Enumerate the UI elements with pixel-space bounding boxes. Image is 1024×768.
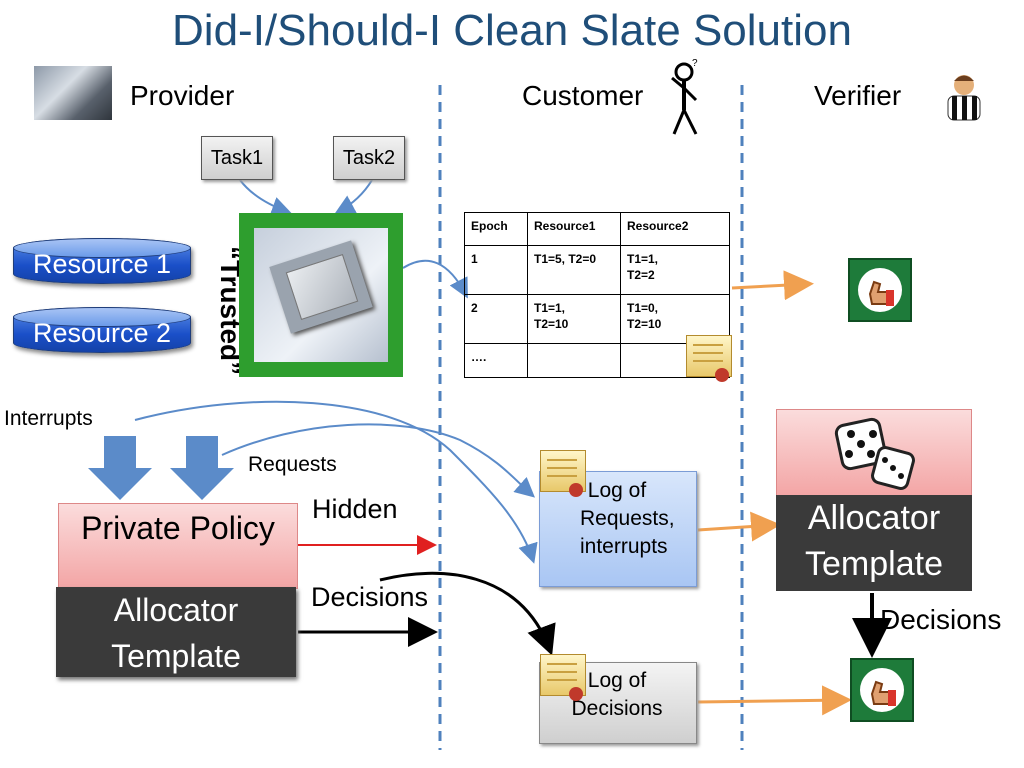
arrow-log-to-allocator <box>697 511 781 542</box>
interrupts-label: Interrupts <box>4 407 93 430</box>
task2-box: Task2 <box>333 136 405 180</box>
arrow-task1-to-chip <box>239 179 292 216</box>
requests-label: Requests <box>248 453 337 476</box>
table-cell: T1=1, T2=10 <box>527 294 621 344</box>
arrow-table-to-verifier <box>731 270 814 301</box>
customer-header: Customer <box>522 80 644 111</box>
table-cell: T1=5, T2=0 <box>527 245 621 295</box>
private-policy-box: Private Policy <box>58 503 298 589</box>
decisions-label-right: Decisions <box>880 604 1002 635</box>
certificate-icon <box>540 654 586 701</box>
datacenter-icon <box>34 66 112 120</box>
dice-icon <box>834 417 915 490</box>
table-header-cell: Epoch <box>464 212 528 246</box>
arrow-chip-to-table <box>402 259 468 299</box>
provider-header: Provider <box>130 80 235 111</box>
table-row: …. <box>464 343 730 378</box>
resource1-cylinder: Resource 1 <box>13 238 191 284</box>
interrupt-block-arrow-1 <box>88 436 152 500</box>
arrow-decisions-to-log <box>379 571 556 656</box>
verifier-header: Verifier <box>814 80 902 111</box>
arrow-requests-to-log <box>221 423 535 498</box>
allocator-template-provider: Allocator Template <box>56 587 296 677</box>
decisions-label-left: Decisions <box>311 582 429 612</box>
slide-title: Did-I/Should-I Clean Slate Solution <box>172 6 852 55</box>
decisions-log-text: Log of Decisions <box>571 669 663 720</box>
allocator-template-verifier: Allocator Template <box>776 495 972 591</box>
task1-box: Task1 <box>201 136 273 180</box>
table-row: 1 T1=5, T2=0 T1=1, T2=2 <box>464 245 730 295</box>
table-cell: 1 <box>464 245 528 295</box>
certificate-icon <box>686 335 732 382</box>
verifier-randomness-box <box>776 409 972 497</box>
stick-figure-icon: ? <box>671 58 698 135</box>
resource1-label: Resource 1 <box>32 249 172 279</box>
hidden-label: Hidden <box>312 494 398 524</box>
table-header-cell: Resource1 <box>527 212 621 246</box>
arrow-task2-to-chip <box>334 179 373 214</box>
certificate-icon <box>540 450 586 497</box>
svg-text:?: ? <box>692 58 698 69</box>
decisions-log-document: Log of Decisions <box>539 662 697 744</box>
table-cell: …. <box>464 343 528 378</box>
table-cell: 2 <box>464 294 528 344</box>
table-cell: T1=0, T2=10 <box>620 294 730 344</box>
table-cell: T1=1, T2=2 <box>620 245 730 295</box>
thumbs-up-stamp-icon <box>850 658 914 722</box>
table-cell <box>527 343 621 378</box>
interrupt-block-arrow-2 <box>170 436 234 500</box>
referee-icon <box>947 75 981 121</box>
thumbs-up-stamp-icon <box>848 258 912 322</box>
resource2-cylinder: Resource 2 <box>13 307 191 353</box>
epoch-table: Epoch Resource1 Resource2 1 T1=5, T2=0 T… <box>464 212 730 378</box>
table-header-cell: Resource2 <box>620 212 730 246</box>
arrow-interrupts-to-log <box>134 400 538 564</box>
resource2-label: Resource 2 <box>32 318 172 348</box>
table-header-row: Epoch Resource1 Resource2 <box>464 212 730 246</box>
requests-log-text: Log of Requests, interrupts <box>580 479 675 558</box>
arrow-decisionlog-to-verifier <box>697 685 852 716</box>
